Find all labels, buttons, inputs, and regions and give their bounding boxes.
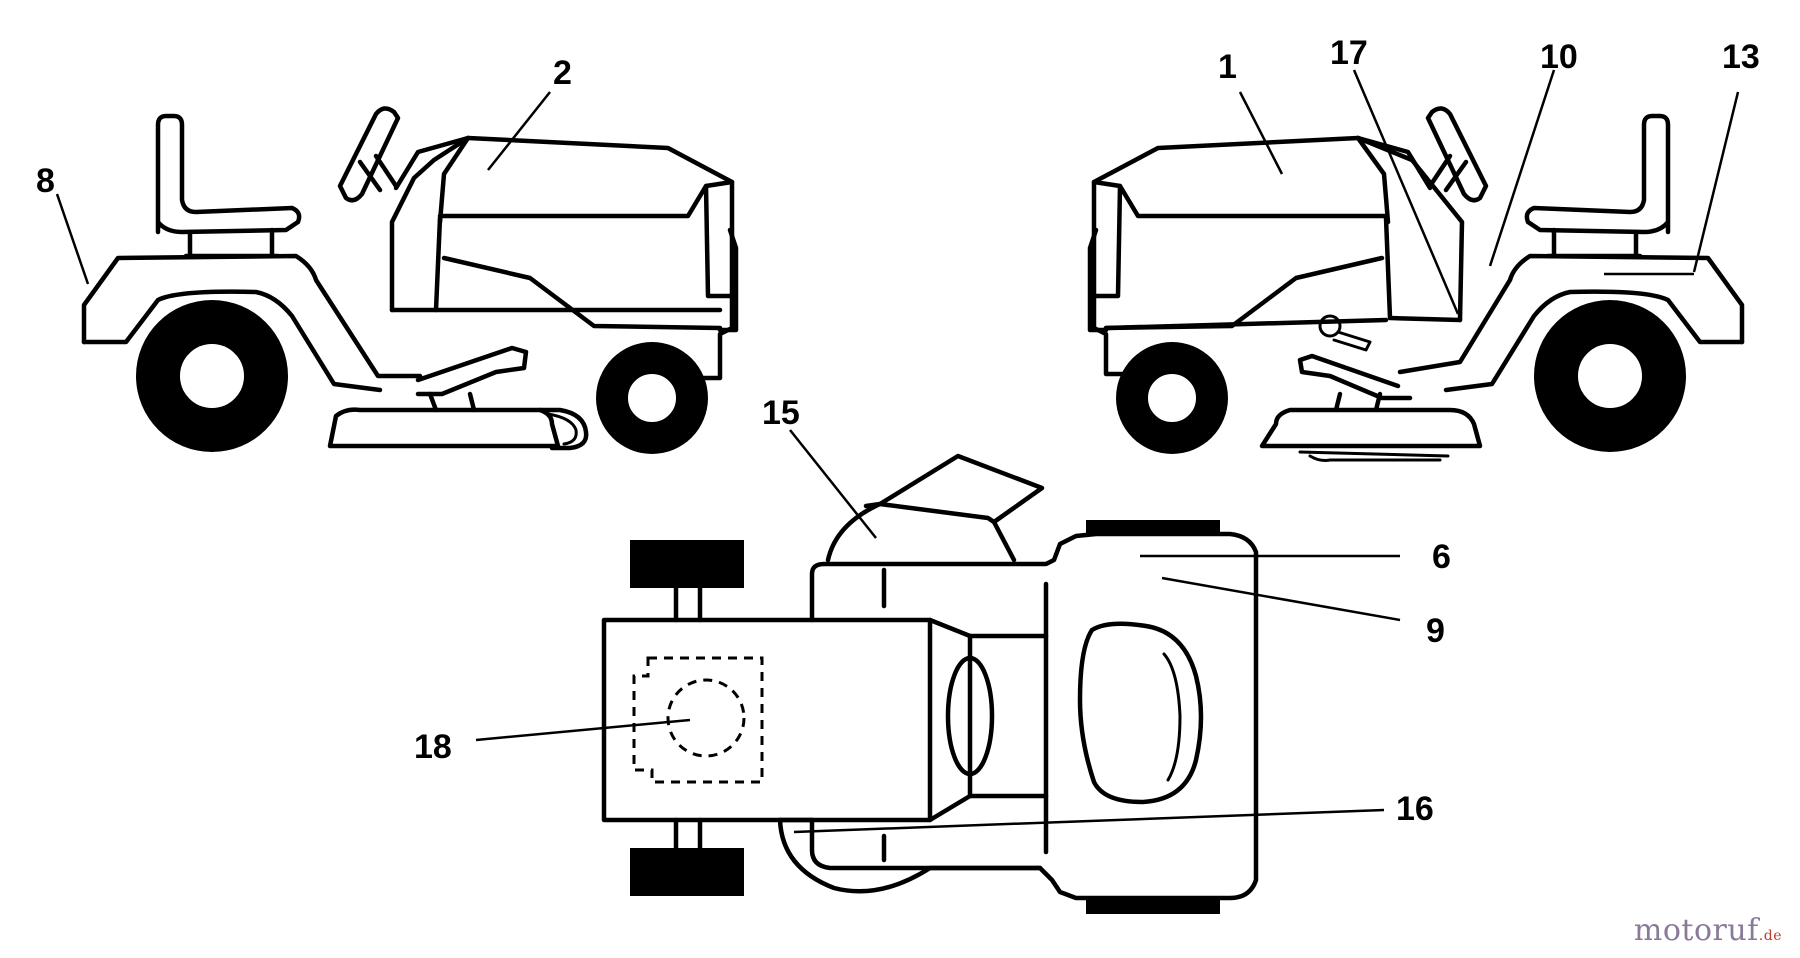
watermark-main: motoruf	[1633, 913, 1759, 948]
leader-17	[1352, 69, 1460, 315]
leader-2	[487, 91, 551, 171]
top-view	[601, 453, 1259, 914]
callout-18: 18	[414, 728, 452, 766]
callout-6: 6	[1432, 538, 1451, 576]
leader-lines	[55, 69, 1740, 834]
leader-10	[1488, 69, 1556, 267]
leader-9	[1161, 576, 1401, 622]
leader-16	[793, 808, 1385, 834]
callout-17: 17	[1330, 34, 1368, 72]
callout-16: 16	[1396, 790, 1434, 828]
watermark-tld: .de	[1758, 928, 1782, 944]
callout-2: 2	[553, 54, 572, 92]
callout-labels: 2 8 1 17 10 13 15 6 9 18 16	[36, 34, 1760, 828]
leader-13	[1692, 91, 1740, 273]
leader-1	[1238, 91, 1284, 175]
callout-9: 9	[1426, 612, 1445, 650]
callout-8: 8	[36, 162, 55, 200]
callout-10: 10	[1540, 38, 1578, 76]
callout-1: 1	[1218, 48, 1237, 86]
callout-13: 13	[1722, 38, 1760, 76]
watermark-logo: motoruf.de	[1634, 913, 1782, 948]
right-side-view	[1087, 106, 1745, 462]
left-side-view	[81, 106, 739, 454]
leader-15	[789, 429, 877, 539]
leader-8	[55, 193, 90, 285]
leader-18	[475, 718, 691, 742]
callout-15: 15	[762, 394, 800, 432]
